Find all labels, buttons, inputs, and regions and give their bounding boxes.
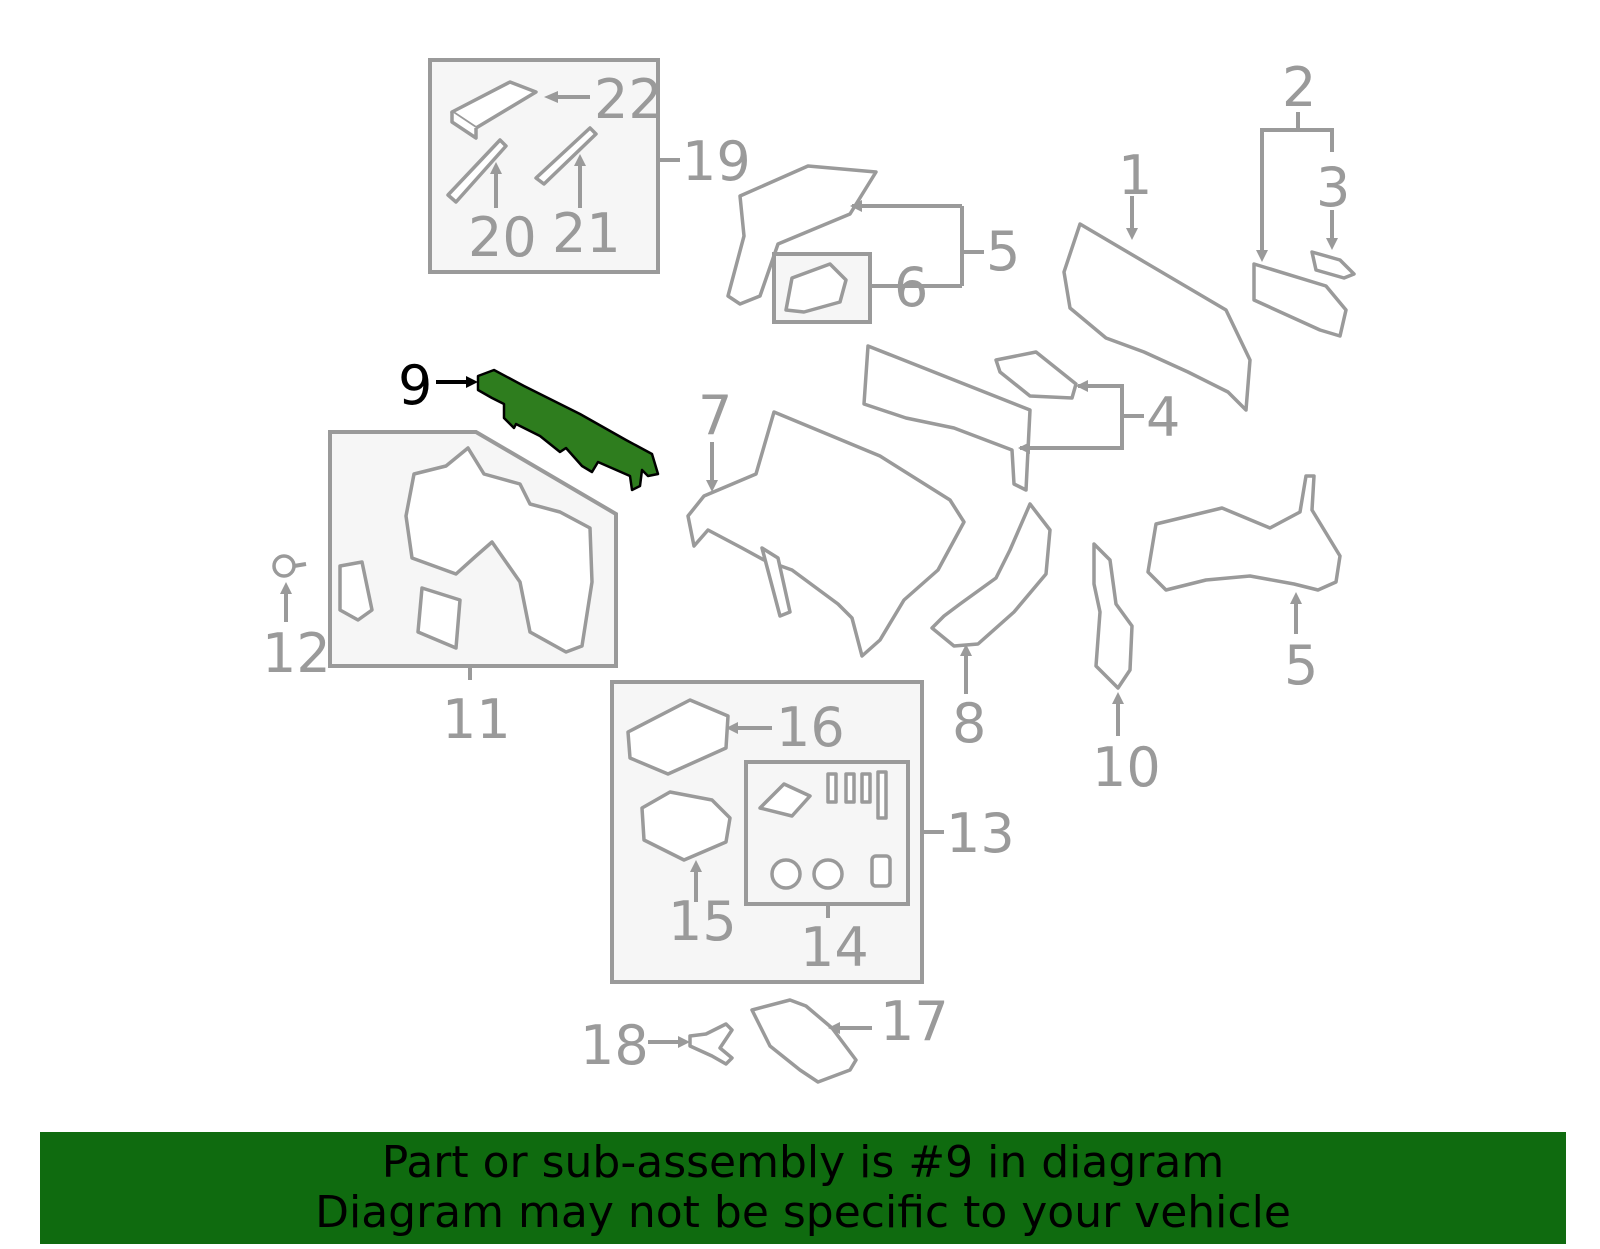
callout-20: 20 (468, 206, 537, 269)
part-5-lower (1146, 474, 1342, 634)
callout-12: 12 (262, 622, 331, 685)
callout-3: 3 (1316, 156, 1350, 219)
part-1-panel (1062, 196, 1252, 412)
callout-7: 7 (698, 384, 732, 447)
part-5-upper (726, 164, 984, 324)
callout-1: 1 (1118, 144, 1152, 207)
group-13-service-kit (610, 680, 944, 984)
callout-19: 19 (682, 130, 751, 193)
callout-10: 10 (1092, 736, 1161, 799)
callout-17: 17 (880, 990, 949, 1053)
part-9-highlighted-support (436, 368, 660, 492)
part-8-bracket (930, 502, 1052, 694)
callout-14: 14 (800, 916, 869, 979)
group-11-panel-assembly (328, 430, 618, 680)
part-9-shape (476, 368, 660, 492)
callout-21: 21 (552, 202, 621, 265)
callout-8: 8 (952, 692, 986, 755)
banner-line-1: Part or sub-assembly is #9 in diagram (381, 1137, 1225, 1188)
callout-16: 16 (776, 696, 845, 759)
callout-11: 11 (442, 688, 511, 751)
part-10-bracket (1092, 542, 1134, 736)
group-19-tool-kit (428, 58, 680, 274)
part-2-3-bracket (1252, 112, 1356, 338)
callout-9-highlighted: 9 (398, 354, 432, 417)
info-banner: Part or sub-assembly is #9 in diagram Di… (40, 1132, 1566, 1244)
callout-13: 13 (946, 802, 1015, 865)
callout-18: 18 (580, 1014, 649, 1077)
callout-2: 2 (1282, 56, 1316, 119)
callout-5-upper: 5 (986, 220, 1020, 283)
callout-22: 22 (594, 68, 663, 131)
callout-4: 4 (1146, 386, 1180, 449)
part-17-18-jack (648, 998, 872, 1084)
part-12-clip (272, 554, 307, 622)
part-7-package-tray (686, 410, 966, 658)
callout-5-lower: 5 (1284, 634, 1318, 697)
banner-line-2: Diagram may not be specific to your vehi… (315, 1187, 1291, 1238)
callout-15: 15 (668, 890, 737, 953)
part-4-shelf-trim (862, 344, 1144, 492)
callout-6: 6 (894, 256, 928, 319)
